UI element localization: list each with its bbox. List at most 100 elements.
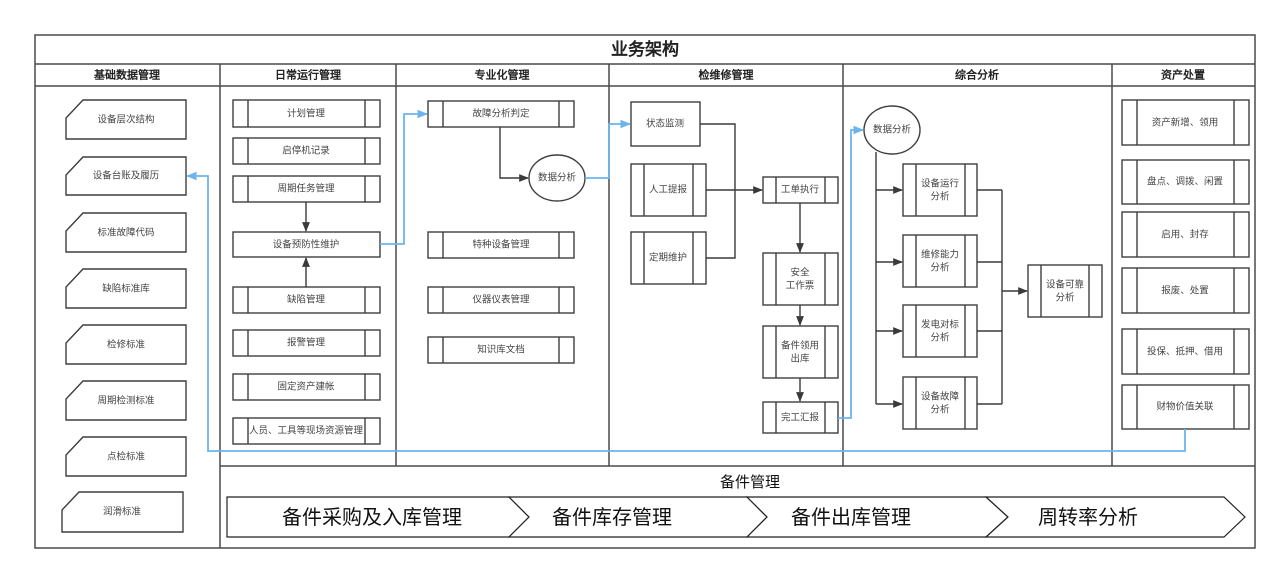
- daily-ops-process: 周期任务管理: [232, 175, 381, 203]
- process-box: [427, 286, 575, 314]
- arrow-to-data-analysis: [499, 127, 529, 182]
- condition-monitoring-box: 状态监测: [630, 101, 701, 147]
- analysis-process: 设备运行 分析: [902, 163, 978, 217]
- analysis-process: 发电对标 分析: [902, 304, 978, 358]
- link-completion-to-analysis: [838, 125, 865, 419]
- specialized-process: 特种设备管理: [427, 231, 575, 259]
- card-shape: [65, 380, 187, 421]
- card-label: 标准故障代码: [97, 227, 154, 239]
- process-label: 定期维护: [649, 252, 687, 264]
- process-label: 报废、处置: [1161, 285, 1209, 297]
- process-box: [232, 137, 381, 165]
- card-label: 润滑标准: [103, 506, 142, 518]
- manual-report-process: 人工提报: [630, 163, 707, 217]
- process-box: [232, 417, 381, 445]
- process-label: 缺陷管理: [287, 294, 326, 306]
- process-box: [1027, 264, 1103, 318]
- process-label-line1: 发电对标: [921, 319, 960, 331]
- process-label: 报警管理: [287, 337, 326, 349]
- process-label: 设备预防性维护: [273, 239, 340, 251]
- card-label: 检修标准: [107, 339, 146, 351]
- process-label-line1: 备件领用: [781, 340, 819, 352]
- process-label: 工单执行: [781, 184, 820, 196]
- card-shape: [65, 436, 187, 477]
- process-box: [232, 329, 381, 357]
- process-label: 周期任务管理: [277, 183, 335, 195]
- asset-process: 启用、封存: [1121, 211, 1250, 258]
- card-shape: [65, 268, 187, 309]
- basic-data-card: 缺陷标准库: [65, 268, 187, 309]
- asset-process: 盘点、调拨、闲置: [1121, 159, 1250, 205]
- process-label: 人工提报: [649, 184, 688, 196]
- card-label: 点检标准: [107, 451, 146, 463]
- basic-data-card: 周期检测标准: [65, 380, 187, 421]
- daily-ops-process: 人员、工具等现场资源管理: [232, 417, 381, 445]
- diagram-title: 业务架构: [611, 39, 679, 60]
- daily-ops-process: 计划管理: [232, 99, 381, 128]
- step-label: 备件出库管理: [791, 505, 911, 529]
- spare-parts-step: 备件出库管理: [745, 496, 1009, 538]
- process-label-line1: 设备可靠: [1046, 279, 1085, 291]
- process-box: [1121, 99, 1250, 146]
- step-label: 备件库存管理: [552, 505, 672, 529]
- card-shape: [65, 156, 187, 196]
- process-box: [232, 175, 381, 203]
- card-label: 周期检测标准: [97, 395, 155, 407]
- process-box: [902, 376, 978, 430]
- process-box: [427, 100, 575, 128]
- process-label-line2: 分析: [930, 332, 950, 344]
- data-analysis-node: 数据分析: [528, 154, 586, 202]
- asset-process: 投保、抵押、借用: [1121, 328, 1250, 375]
- fault-judgement-process: 故障分析判定: [427, 100, 575, 128]
- link-preventive-to-fault-judgement: [380, 109, 429, 245]
- column-header-daily-ops: 日常运行管理: [275, 68, 341, 82]
- process-label-line2: 分析: [930, 404, 950, 416]
- column-header-basic-data: 基础数据管理: [93, 68, 160, 82]
- card-shape: [65, 212, 187, 253]
- card-label: 缺陷标准库: [102, 283, 150, 295]
- process-box: [1121, 328, 1250, 375]
- card-label: 设备层次结构: [97, 114, 154, 126]
- process-label: 特种设备管理: [472, 239, 530, 251]
- card-label: 设备台账及履历: [93, 170, 160, 182]
- completion-report-process: 完工汇报: [762, 401, 839, 434]
- link-asset-value-to-ledger: [185, 171, 1186, 452]
- process-box: [1121, 384, 1250, 430]
- merge-connector: [700, 123, 736, 259]
- process-label-line2: 出库: [790, 353, 810, 365]
- process-box: [902, 163, 978, 217]
- process-box: [1121, 159, 1250, 205]
- analysis-data-node: 数据分析: [863, 105, 921, 155]
- basic-data-card: 润滑标准: [61, 491, 184, 533]
- process-box: [232, 373, 381, 401]
- column-header-maintenance: 检维修管理: [699, 68, 754, 82]
- column-header-analysis: 综合分析: [955, 68, 999, 82]
- process-label-line2: 分析: [1055, 292, 1075, 304]
- periodic-maintenance-process: 定期维护: [630, 231, 707, 285]
- process-box: [762, 325, 839, 379]
- process-label: 盘点、调拨、闲置: [1147, 176, 1223, 188]
- daily-ops-process: 启停机记录: [232, 137, 381, 165]
- chevron-shape: [984, 496, 1246, 538]
- spare-parts-step: 备件采购及入库管理: [226, 496, 530, 538]
- card-shape: [61, 491, 184, 533]
- process-label: 计划管理: [287, 108, 326, 120]
- process-box: [427, 336, 575, 364]
- process-label-line1: 设备运行: [921, 178, 960, 190]
- asset-process: 资产新增、领用: [1121, 99, 1250, 146]
- daily-ops-process: 缺陷管理: [232, 286, 381, 314]
- reliability-analysis-process: 设备可靠 分析: [1027, 264, 1103, 318]
- asset-process: 财物价值关联: [1121, 384, 1250, 430]
- daily-ops-process-preventive: 设备预防性维护: [232, 231, 381, 258]
- node-label: 数据分析: [538, 172, 577, 184]
- column-header-assets: 资产处置: [1161, 68, 1205, 82]
- basic-data-card: 标准故障代码: [65, 212, 187, 253]
- node-label: 数据分析: [873, 124, 912, 136]
- process-label-line2: 工作票: [786, 280, 815, 292]
- spare-parts-step: 备件库存管理: [507, 496, 768, 538]
- process-label-line2: 分析: [930, 262, 950, 274]
- outer-frame: [34, 34, 1256, 549]
- process-label: 投保、抵押、借用: [1147, 346, 1223, 358]
- process-box: [630, 101, 701, 147]
